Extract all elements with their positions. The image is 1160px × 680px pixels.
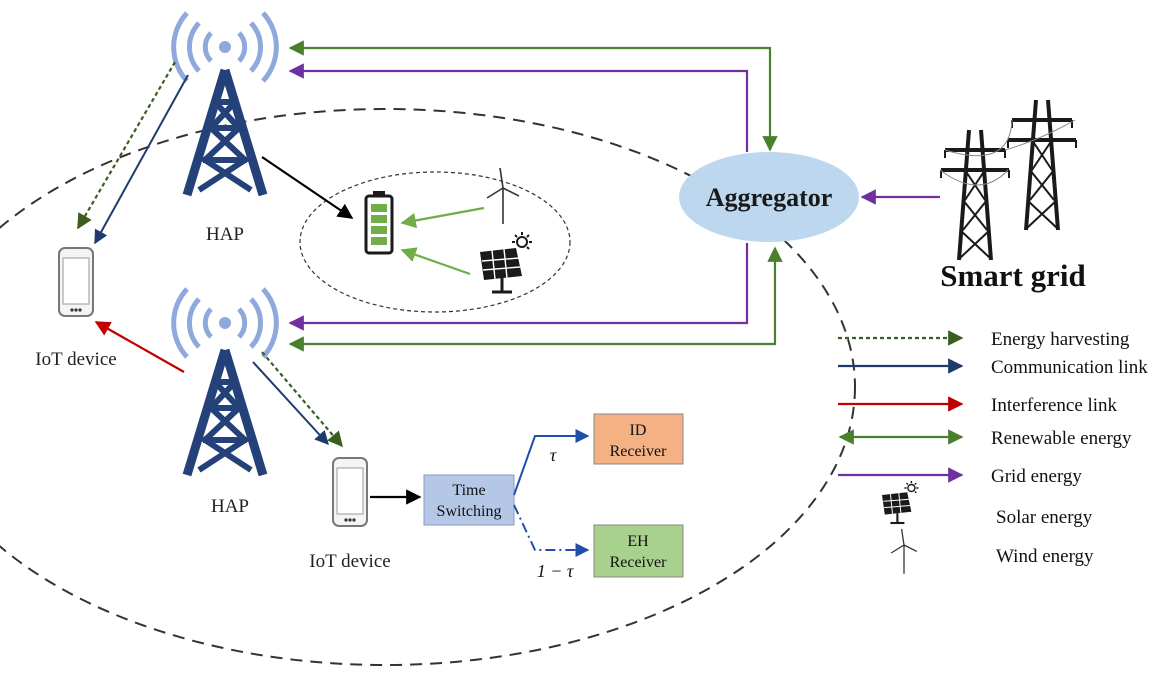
time-switching-label-1: Time xyxy=(452,482,485,499)
battery-icon xyxy=(364,191,394,255)
legend-wind-label: Wind energy xyxy=(996,546,1094,567)
id-receiver-label-2: Receiver xyxy=(610,443,668,460)
tau-label: τ xyxy=(550,445,557,465)
legend-solar-label: Solar energy xyxy=(996,507,1093,528)
id-branch xyxy=(513,429,590,496)
id-receiver-block xyxy=(593,413,684,465)
iot-device-left-icon xyxy=(58,247,94,317)
hap-bottom xyxy=(174,289,277,475)
wind-turbine-icon xyxy=(486,167,520,225)
communication-link-left xyxy=(94,74,189,245)
communication-link-bottom xyxy=(252,361,329,446)
grid-link-bottom xyxy=(288,243,749,331)
energy-harvesting-link-bottom xyxy=(261,351,343,448)
grid-link-top xyxy=(288,63,749,152)
legend-energy-harvesting-label: Energy harvesting xyxy=(991,329,1130,350)
iot-device-bottom-icon xyxy=(332,457,368,527)
energy-harvesting-link-left xyxy=(77,61,176,230)
time-switching-label-2: Switching xyxy=(437,503,502,520)
iot-device-bottom-label: IoT device xyxy=(309,551,390,572)
legend-interference-label: Interference link xyxy=(991,395,1118,416)
legend-communication-label: Communication link xyxy=(991,357,1148,378)
tower-icon xyxy=(187,350,263,475)
hap-top-label: HAP xyxy=(206,224,244,245)
aggregator-node xyxy=(679,152,859,242)
solar-panel-icon xyxy=(478,230,534,294)
hap-bottom-label: HAP xyxy=(211,496,249,517)
one-minus-tau-label: 1 − τ xyxy=(537,561,574,581)
hap-top xyxy=(174,13,277,195)
legend-renewable-label: Renewable energy xyxy=(991,428,1132,449)
eh-receiver-label-2: Receiver xyxy=(610,554,668,571)
renewable-link-top xyxy=(288,40,778,152)
legend-wind-icon xyxy=(890,528,918,575)
eh-receiver-label-1: EH xyxy=(627,533,649,550)
eh-branch xyxy=(513,504,590,557)
hap-to-battery-link xyxy=(261,156,354,219)
eh-receiver-block xyxy=(593,524,684,578)
legend: Energy harvesting Communication link Int… xyxy=(838,329,1148,575)
time-switching-block xyxy=(423,474,515,526)
smart-grid-label: Smart grid xyxy=(940,258,1086,293)
signal-icon xyxy=(174,289,277,357)
wind-to-battery-link xyxy=(400,206,485,229)
solar-to-battery-link xyxy=(400,247,471,276)
iot-device-left-label: IoT device xyxy=(35,349,116,370)
legend-grid-label: Grid energy xyxy=(991,466,1082,487)
interference-link xyxy=(94,321,185,373)
aggregator-label: Aggregator xyxy=(706,183,833,212)
power-pylons-icon xyxy=(939,98,1078,262)
renewable-link-bottom xyxy=(288,246,783,352)
legend-solar-icon xyxy=(880,479,920,525)
id-receiver-label-1: ID xyxy=(630,422,647,439)
